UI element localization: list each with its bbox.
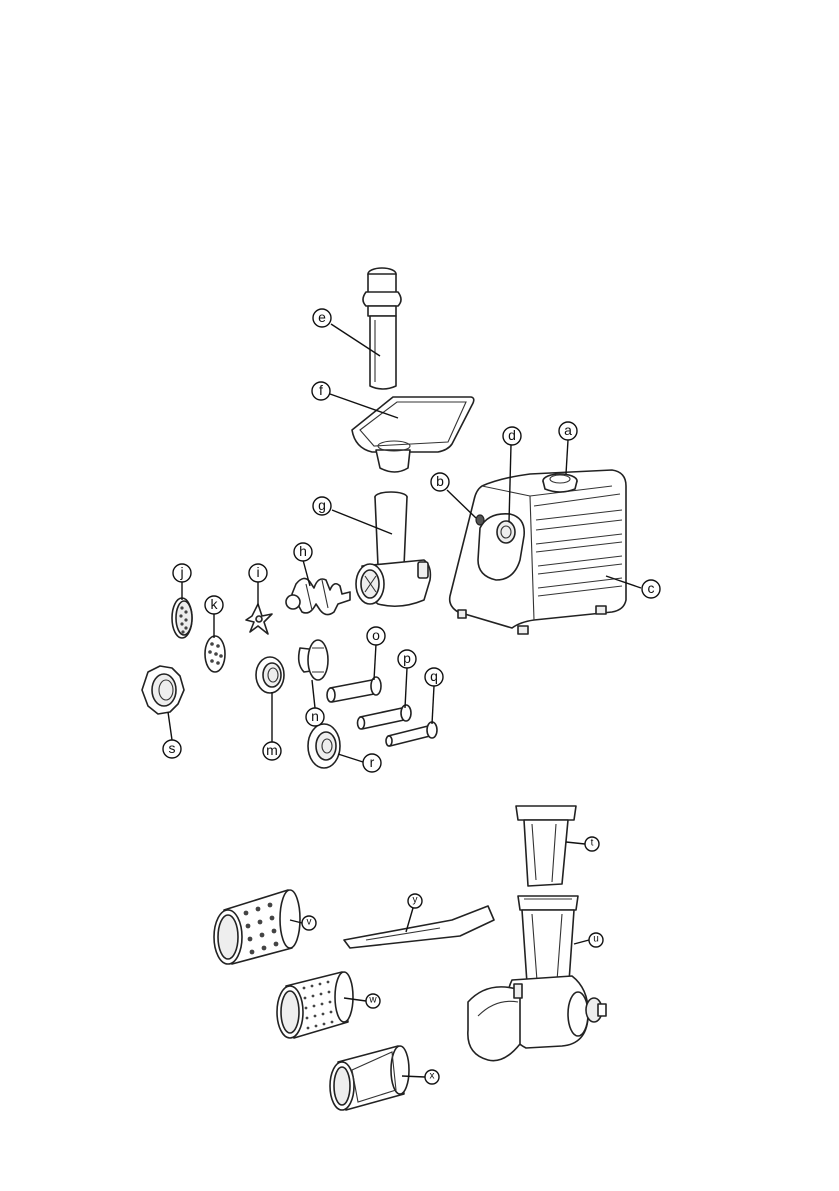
svg-text:a: a — [564, 422, 572, 438]
svg-text:o: o — [372, 627, 380, 643]
callout-k: k — [205, 596, 223, 614]
sausage-tube-small — [386, 722, 437, 746]
svg-text:m: m — [266, 742, 278, 758]
callout-t: t — [585, 837, 599, 851]
callout-o: o — [367, 627, 385, 645]
cutting-plate-coarse — [172, 598, 192, 638]
grating-drum-fine — [277, 972, 353, 1038]
slicing-drum-blade — [330, 1046, 409, 1110]
svg-text:s: s — [169, 740, 176, 756]
callout-s: s — [163, 740, 181, 758]
cleaning-brush — [344, 906, 494, 948]
callout-e: e — [313, 309, 331, 327]
motor-housing — [450, 470, 626, 634]
callout-f: f — [312, 382, 330, 400]
svg-text:v: v — [307, 917, 312, 928]
ring-nut — [142, 666, 184, 714]
svg-text:t: t — [591, 838, 594, 849]
callout-j: j — [173, 564, 191, 582]
svg-text:h: h — [299, 543, 307, 559]
svg-text:b: b — [436, 473, 444, 489]
sausage-tube-medium — [358, 705, 412, 729]
sausage-tube-large — [327, 677, 381, 702]
svg-text:x: x — [430, 1071, 435, 1082]
sausage-separator — [308, 724, 340, 768]
svg-text:n: n — [311, 708, 319, 724]
callout-h: h — [294, 543, 312, 561]
svg-text:r: r — [370, 754, 375, 770]
callout-d: d — [503, 427, 521, 445]
callout-p: p — [398, 650, 416, 668]
mincer-head — [356, 492, 430, 606]
callout-i: i — [249, 564, 267, 582]
slicing-drum-coarse — [214, 890, 300, 964]
svg-text:g: g — [318, 497, 326, 513]
cutting-plate-fine — [205, 636, 225, 672]
food-pusher — [363, 268, 401, 389]
svg-text:j: j — [179, 564, 183, 580]
callout-q: q — [425, 668, 443, 686]
svg-text:u: u — [593, 934, 599, 945]
callout-g: g — [313, 497, 331, 515]
callout-b: b — [431, 473, 449, 491]
svg-text:y: y — [413, 895, 418, 906]
feed-screw — [286, 578, 350, 614]
svg-text:i: i — [256, 564, 259, 580]
slicer-pusher — [516, 806, 576, 886]
svg-text:q: q — [430, 668, 438, 684]
svg-text:d: d — [508, 427, 516, 443]
callout-w: w — [366, 994, 380, 1008]
callout-m: m — [263, 742, 281, 760]
cutting-blade — [246, 604, 272, 634]
svg-text:p: p — [403, 650, 411, 666]
kebbe-attachment — [299, 640, 328, 680]
callout-n: n — [306, 708, 324, 726]
callout-c: c — [642, 580, 660, 598]
callout-x: x — [425, 1070, 439, 1084]
svg-text:w: w — [368, 995, 377, 1006]
svg-text:e: e — [318, 309, 326, 325]
callout-u: u — [589, 933, 603, 947]
kebbe-ring — [256, 657, 284, 693]
callout-r: r — [363, 754, 381, 772]
svg-text:c: c — [648, 580, 655, 596]
svg-text:k: k — [211, 596, 219, 612]
svg-text:f: f — [319, 382, 323, 398]
callout-y: y — [408, 894, 422, 908]
callout-v: v — [302, 916, 316, 930]
callout-a: a — [559, 422, 577, 440]
